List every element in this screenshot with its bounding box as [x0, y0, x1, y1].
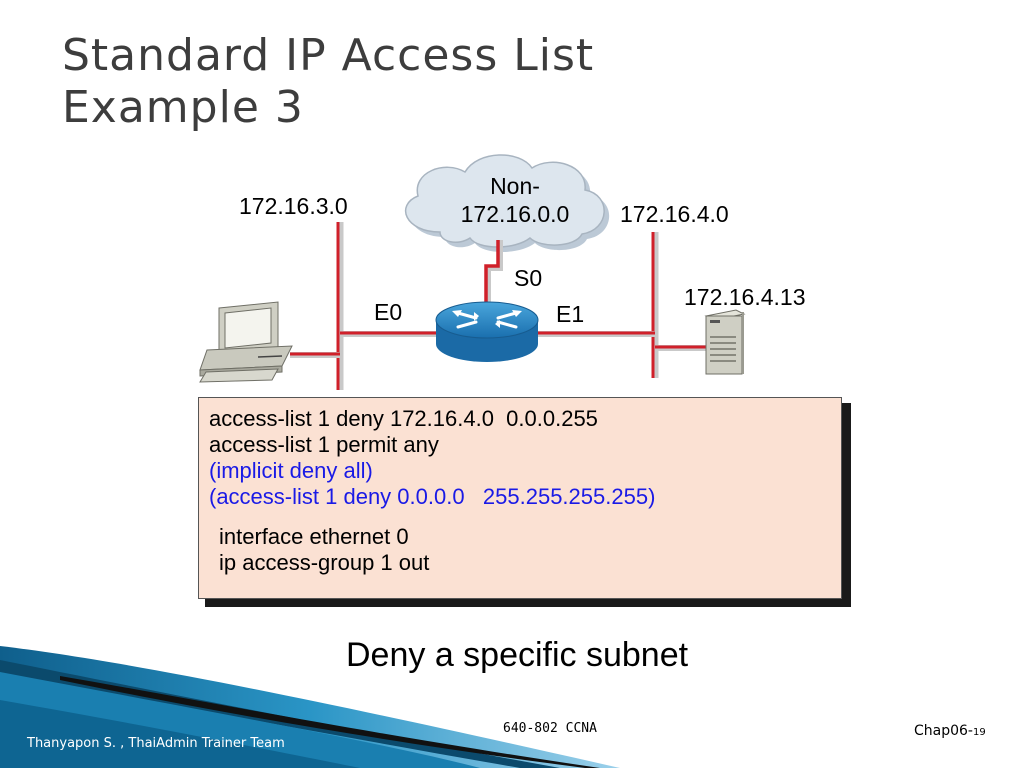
footer-course: 640-802 CCNA [503, 721, 597, 736]
e0-interface-label: E0 [374, 299, 403, 325]
config-line-permit: access-list 1 permit any [209, 432, 439, 457]
footer-page: Chap06-19 [914, 723, 986, 739]
e1-link [536, 331, 655, 337]
right-network-label: 172.16.4.0 [620, 201, 729, 227]
cloud-label: Non- 172.16.0.0 [430, 172, 600, 228]
e1-interface-label: E1 [556, 301, 585, 327]
computer-icon [199, 301, 293, 383]
config-line-access-group: ip access-group 1 out [219, 550, 430, 575]
router-icon [435, 301, 539, 362]
title-line-1: Standard IP Access List [62, 30, 595, 81]
cloud-label-line-1: Non- [490, 173, 540, 199]
cloud-label-line-2: 172.16.0.0 [460, 201, 570, 227]
left-ethernet-segment [336, 222, 344, 390]
config-box: access-list 1 deny 172.16.4.0 0.0.0.255 … [198, 397, 842, 599]
server-address-label: 172.16.4.13 [684, 284, 806, 310]
footer-wave-decoration [0, 646, 620, 768]
config-line-deny: access-list 1 deny 172.16.4.0 0.0.0.255 [209, 406, 598, 431]
left-network-label: 172.16.3.0 [239, 193, 348, 219]
footer-page-number: 19 [972, 727, 986, 738]
serial-link [484, 240, 503, 305]
pc-link [290, 352, 340, 358]
slide-caption: Deny a specific subnet [346, 636, 689, 674]
server-icon [704, 309, 746, 375]
e0-link [340, 331, 440, 337]
cloud-icon [404, 154, 610, 252]
config-line-interface: interface ethernet 0 [219, 524, 409, 549]
right-ethernet-segment [651, 232, 659, 378]
slide-title: Standard IP Access List Example 3 [62, 30, 594, 134]
config-spacer [209, 510, 831, 524]
server-link [655, 345, 706, 351]
serial-interface-label: S0 [514, 265, 543, 291]
footer-chapter: Chap06- [914, 723, 973, 739]
title-line-2: Example 3 [62, 82, 304, 133]
footer-author: Thanyapon S. , ThaiAdmin Trainer Team [27, 736, 285, 751]
config-line-implicit-rule: (access-list 1 deny 0.0.0.0 255.255.255.… [209, 484, 656, 509]
config-line-implicit: (implicit deny all) [209, 458, 373, 483]
